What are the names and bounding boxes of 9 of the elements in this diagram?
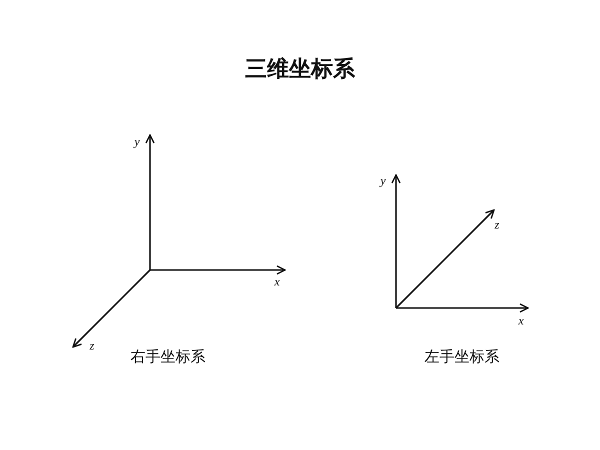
caption: 左手坐标系 bbox=[424, 348, 500, 366]
caption: 右手坐标系 bbox=[130, 348, 206, 366]
axis-label: x bbox=[274, 274, 280, 290]
axis-label: z bbox=[494, 218, 500, 232]
title: 三维坐标系 bbox=[244, 55, 356, 83]
axis-label: x bbox=[518, 314, 524, 328]
axis-label: y bbox=[134, 134, 140, 150]
axis-label: z bbox=[90, 338, 94, 354]
axis-label: y bbox=[380, 174, 386, 188]
